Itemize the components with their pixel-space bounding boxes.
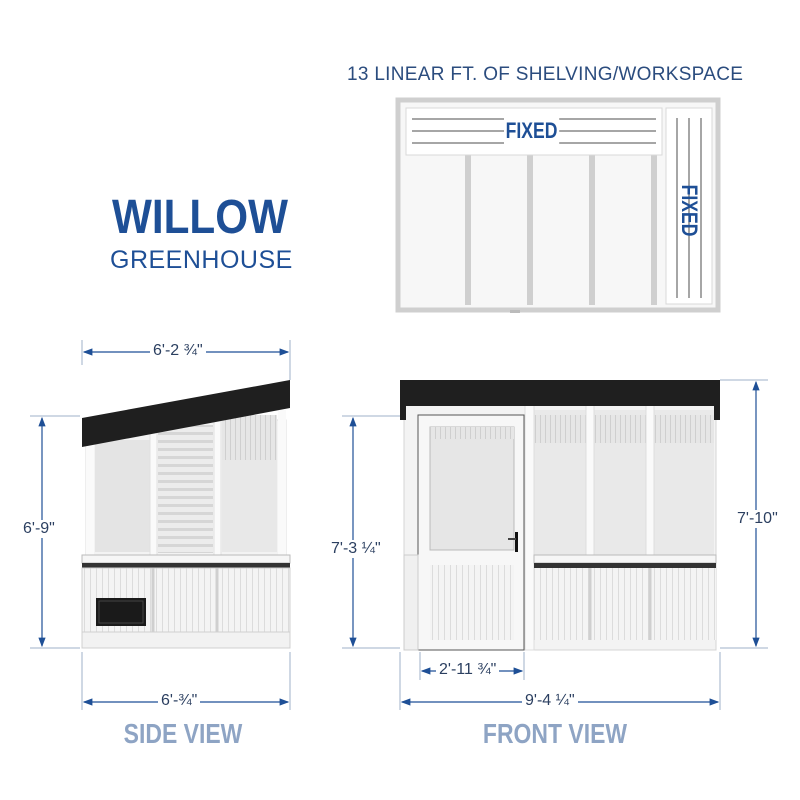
product-name: WILLOW [112, 191, 288, 244]
side-view-label: SIDE VIEW [123, 718, 243, 749]
front-total-height-dimension: 7'-10" [734, 510, 781, 528]
shelving-caption: 13 LINEAR FT. OF SHELVING/WORKSPACE [347, 64, 744, 85]
fixed-shelf-label-vertical: FIXED [677, 184, 702, 237]
side-view-drawing [30, 340, 291, 710]
fixed-shelf-label-horizontal: FIXED [504, 118, 560, 144]
front-door-height-dimension: 7'-3 ¼" [328, 540, 384, 558]
product-type: GREENHOUSE [110, 246, 293, 274]
side-height-dimension: 6'-9" [20, 520, 58, 538]
front-view-drawing [342, 379, 768, 710]
top-plan-view [395, 97, 721, 313]
front-door-width-dimension: 2'-11 ¾" [436, 661, 500, 679]
side-base-width-dimension: 6'-¾" [158, 692, 201, 710]
side-top-width-dimension: 6'-2 ¾" [150, 342, 206, 360]
front-total-width-dimension: 9'-4 ¼" [522, 692, 578, 710]
front-view-label: FRONT VIEW [482, 718, 628, 749]
